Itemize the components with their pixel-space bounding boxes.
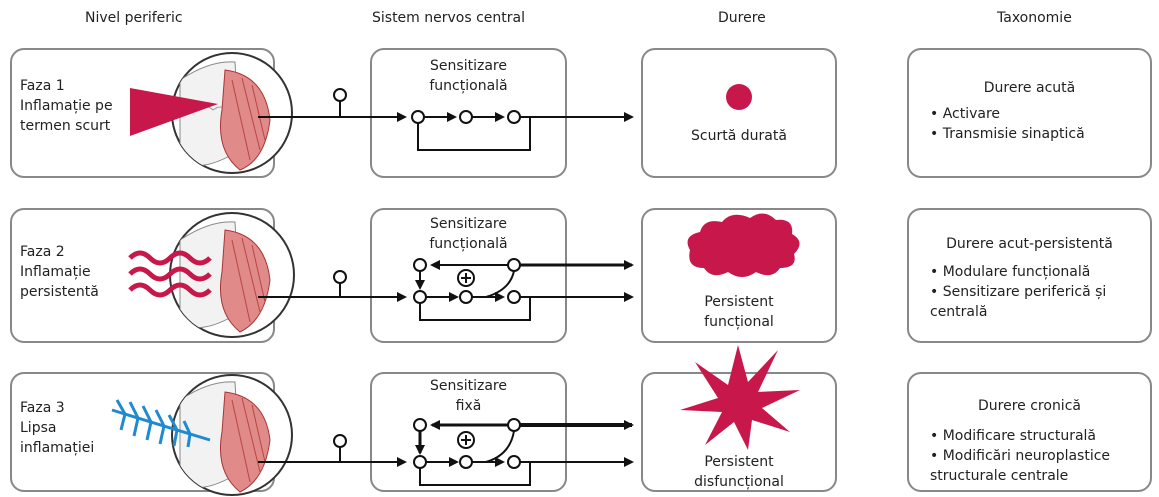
cns-circuit-1 [411, 110, 634, 151]
persistent-waves-icon [128, 250, 212, 298]
header-cns: Sistem nervos central [372, 10, 525, 26]
short-pain-dot-icon [726, 84, 752, 110]
pain-box-1 [641, 48, 837, 178]
pathway-lines [258, 100, 407, 467]
taxonomy-box-1 [907, 48, 1152, 178]
taxonomy-box-2 [907, 208, 1152, 343]
taxonomy-title-1: Durere acută [983, 80, 1076, 96]
cns-circuit-2 [413, 258, 634, 321]
persistent-pain-cloud-icon [687, 213, 800, 277]
header-pain: Durere [718, 10, 766, 26]
taxonomy-list-1: • Activare• Transmisie sinaptică [930, 106, 1085, 142]
taxonomy-list-2: • Modulare funcțională• Sensitizare peri… [930, 264, 1107, 320]
acute-wedge-icon [130, 88, 218, 136]
pain-label-1: Scurtă durată [691, 128, 787, 144]
taxonomy-list-3: • Modificare structurală• Modificări neu… [930, 428, 1111, 484]
jaw-illustration-2 [169, 212, 295, 338]
nerve-fern-icon [111, 399, 211, 448]
header-taxonomy: Taxonomie [997, 10, 1072, 26]
jaw-illustration-1 [171, 52, 293, 174]
receptor-icons [333, 88, 347, 448]
taxonomy-title-3: Durere cronică [978, 398, 1081, 414]
chronic-pain-star-icon [680, 345, 800, 450]
jaw-illustration-3 [171, 374, 293, 496]
header-peripheral: Nivel periferic [85, 10, 183, 26]
cns-circuit-3 [413, 418, 634, 486]
taxonomy-box-3 [907, 372, 1152, 492]
taxonomy-title-2: Durere acut-persistentă [946, 236, 1113, 252]
